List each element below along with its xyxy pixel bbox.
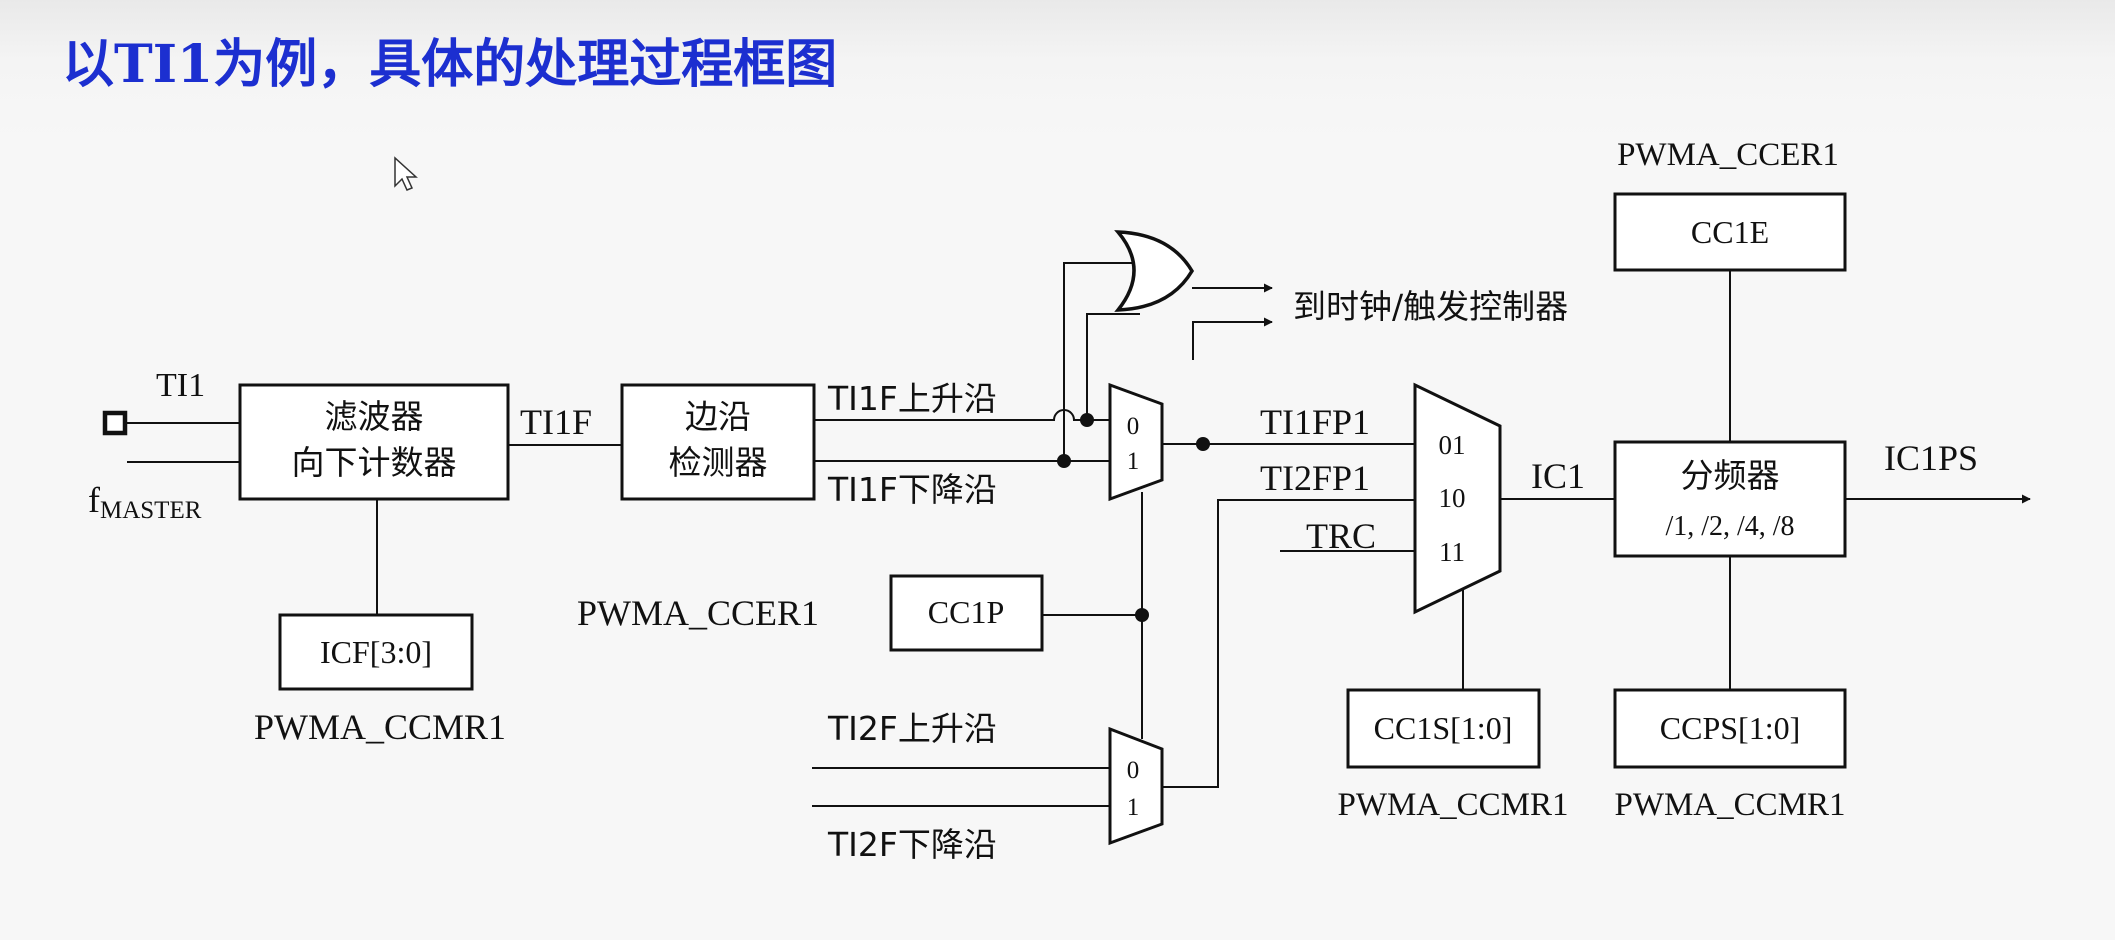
page-title: 以TI1为例，具体的处理过程框图 (62, 34, 837, 95)
icf-register-name: PWMA_CCMR1 (254, 707, 506, 747)
mux3-in10-label: 10 (1439, 483, 1466, 513)
ti1f-falling-label: TI1F下降沿 (827, 470, 997, 509)
mux1 (1108, 382, 1164, 502)
cc1s-label: CC1S[1:0] (1374, 710, 1513, 746)
mux2-in0-label: 0 (1127, 757, 1140, 784)
filter-counter-block (238, 383, 510, 501)
or-feed-falling (1063, 262, 1140, 461)
edge-label: 边沿 (685, 397, 751, 436)
ti1f-label: TI1F (520, 402, 592, 442)
edge-detector-block (620, 383, 816, 501)
ti1f-rising-label: TI1F上升沿 (827, 379, 997, 418)
junction-mux1-out (1196, 437, 1210, 451)
or-gate (1114, 230, 1195, 312)
cc1e-box (1613, 192, 1847, 272)
cc1p-box (889, 574, 1044, 652)
mouse-cursor-icon (394, 156, 418, 191)
detector-label: 检测器 (669, 443, 768, 482)
ti2fp1-wire (1162, 499, 1415, 788)
prescaler-label: 分频器 (1681, 456, 1780, 495)
ti2f-falling-label: TI2F下降沿 (827, 825, 997, 864)
prescaler-block (1613, 440, 1847, 558)
or-output-wire-2 (1192, 317, 1273, 360)
icf-label: ICF[3:0] (320, 634, 432, 670)
junction-cc1p (1135, 608, 1149, 622)
mux2-in1-label: 1 (1127, 794, 1140, 821)
cc1p-label: CC1P (928, 594, 1004, 630)
mux3-in11-label: 11 (1439, 537, 1465, 567)
ti1-input-pin (102, 410, 128, 436)
mux2 (1108, 726, 1164, 846)
or-feed-rising (1086, 313, 1140, 420)
ti2f-rising-label: TI2F上升沿 (827, 709, 997, 748)
cc1e-register-name: PWMA_CCER1 (1617, 137, 1839, 173)
cc1s-box (1346, 688, 1541, 769)
cc1p-register-name: PWMA_CCER1 (577, 593, 819, 633)
cc1s-register-name: PWMA_CCMR1 (1337, 787, 1568, 823)
filter-label: 滤波器 (325, 397, 424, 436)
ic1ps-label: IC1PS (1884, 438, 1978, 478)
fmaster-label: fMASTER (88, 480, 202, 524)
ccps-register-name: PWMA_CCMR1 (1614, 787, 1845, 823)
down-counter-label: 向下计数器 (292, 443, 457, 482)
cc1e-label: CC1E (1691, 214, 1769, 250)
ic1-label: IC1 (1531, 456, 1585, 496)
icf-register-box (278, 613, 474, 691)
ti1fp1-label: TI1FP1 (1260, 402, 1370, 442)
clock-trigger-controller-label: 到时钟/触发控制器 (1293, 287, 1568, 326)
prescaler-ratios-label: /1, /2, /4, /8 (1665, 511, 1794, 542)
mux3-in01-label: 01 (1439, 430, 1466, 460)
mux3 (1413, 382, 1502, 615)
mux1-in1-label: 1 (1127, 448, 1140, 475)
ti1-label: TI1 (156, 367, 205, 404)
ccps-box (1613, 688, 1847, 769)
ti2fp1-label: TI2FP1 (1260, 458, 1370, 498)
ccps-label: CCPS[1:0] (1660, 710, 1800, 746)
mux1-in0-label: 0 (1127, 413, 1140, 440)
trc-label: TRC (1306, 516, 1376, 556)
